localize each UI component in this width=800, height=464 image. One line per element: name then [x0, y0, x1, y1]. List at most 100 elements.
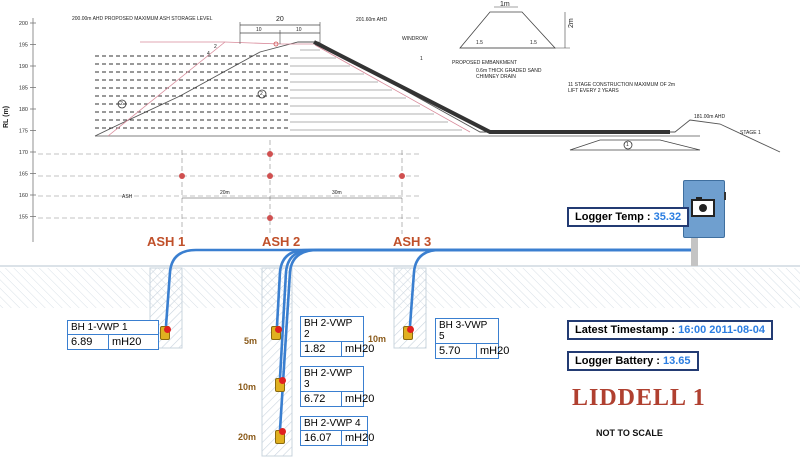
dim-right-half: 10: [296, 27, 302, 33]
grid-points: [179, 151, 405, 221]
circle-mark-1: [623, 140, 633, 150]
dim-left-half: 10: [256, 27, 262, 33]
sensor-value: 1.82: [301, 342, 342, 356]
borehole-2: [261, 267, 293, 457]
ash-3-label: ASH 3: [393, 234, 432, 249]
y-tick-label: 200: [19, 21, 28, 27]
timestamp-box: Latest Timestamp : 16:00 2011-08-04: [567, 320, 773, 340]
sensor-name: BH 3-VWP 5: [436, 319, 498, 344]
detail-top: 1m: [500, 1, 510, 8]
slope-mark-c: 1: [420, 56, 423, 62]
depth-label-3: 10m: [238, 382, 257, 392]
logger-temp-label: Logger Temp :: [575, 211, 654, 223]
sensor-name: BH 1-VWP 1: [68, 321, 158, 335]
grid-lines: [38, 140, 420, 234]
logger-post: [691, 236, 698, 266]
timestamp-value: 16:00 2011-08-04: [678, 324, 765, 336]
detail-slope-a: 1.5: [476, 40, 483, 46]
max-level-line: [140, 41, 316, 45]
y-tick-label: 185: [19, 86, 28, 92]
y-tick-label: 175: [19, 129, 28, 135]
embankment-outline: [94, 41, 781, 153]
y-tick-label: 190: [19, 64, 28, 70]
stage-lines: [290, 49, 462, 131]
windrow-detail: [459, 11, 556, 49]
logger-unit[interactable]: [683, 180, 725, 238]
y-tick-label: 165: [19, 172, 28, 178]
scale-note: NOT TO SCALE: [596, 428, 663, 438]
ash-area-label: ASH: [122, 194, 133, 200]
sensor-cables: [164, 248, 694, 431]
detail-height: 2m: [568, 18, 575, 28]
logger-antenna: [724, 192, 726, 200]
camera-icon[interactable]: [691, 197, 715, 217]
note-stage1: STAGE 1: [740, 130, 761, 136]
note-stages: 11 STAGE CONSTRUCTION MAXIMUM OF 2m LIFT…: [568, 82, 676, 94]
sensor-dot-4: [279, 428, 286, 435]
dim-spacing-a: 20m: [220, 190, 230, 196]
pink-slope: [314, 44, 471, 133]
y-tick-label: 155: [19, 215, 28, 221]
circle-label-2a: 2: [120, 101, 123, 107]
stage1-mound: [569, 139, 701, 151]
note-embankment: PROPOSED EMBANKMENT: [452, 60, 518, 66]
battery-label: Logger Battery :: [575, 355, 664, 367]
y-tick-label: 195: [19, 43, 28, 49]
y-tick-label: 160: [19, 193, 28, 199]
detail-slope-b: 1.5: [530, 40, 537, 46]
chimney-drain: [313, 40, 670, 134]
slope-mark-a: 2: [214, 44, 217, 50]
sensor-value: 16.07: [301, 431, 342, 445]
sensor-value: 5.70: [436, 344, 477, 358]
logger-temp-value: 35.32: [653, 211, 682, 223]
sensor-dot-1: [164, 326, 171, 333]
note-crest: 201.60m AHD: [356, 17, 388, 23]
note-chimney: 0.6m THICK GRADED SAND CHIMNEY DRAIN: [476, 68, 542, 80]
timestamp-label: Latest Timestamp :: [575, 324, 679, 336]
y-tick-label: 170: [19, 150, 28, 156]
slope-mark-b: 4: [207, 51, 210, 57]
circle-mark-2a: [117, 99, 127, 109]
site-title: LIDDELL 1: [572, 385, 706, 411]
battery-value: 13.65: [663, 355, 691, 367]
sensor-name: BH 2-VWP 4: [301, 417, 367, 431]
circle-mark-2b: [257, 89, 267, 99]
sensor-value: 6.72: [301, 392, 342, 406]
sensor-name: BH 2-VWP 3: [301, 367, 363, 392]
logger-temp-box: Logger Temp : 35.32: [567, 207, 690, 227]
sensor-dot-5: [407, 326, 414, 333]
note-storage-level: 200.00m AHD PROPOSED MAXIMUM ASH STORAGE…: [72, 16, 213, 22]
pink-slope-left: [107, 41, 226, 137]
battery-box: Logger Battery : 13.65: [567, 351, 699, 371]
axis-label: RL (m): [3, 105, 10, 128]
dim-spacing-b: 30m: [332, 190, 342, 196]
sensor-unit: mH20: [112, 336, 142, 348]
note-windrow: WINDROW: [402, 36, 428, 42]
depth-label-5: 10m: [368, 334, 387, 344]
ash-2-label: ASH 2: [262, 234, 301, 249]
note-base-level: 181.00m AHD: [694, 114, 726, 120]
ash-levels-dashed: [95, 55, 290, 129]
depth-label-4: 20m: [238, 432, 257, 442]
dim-top-width: 20: [276, 16, 284, 23]
sensor-dot-2: [275, 326, 282, 333]
depth-label-2: 5m: [244, 336, 258, 346]
sensor-unit: mH20: [345, 393, 375, 405]
sensor-unit: mH20: [345, 343, 375, 355]
y-tick-label: 180: [19, 107, 28, 113]
circle-label-2b: 2: [260, 91, 263, 97]
circle-label-1: 1: [626, 142, 629, 148]
y-axis-ticks: 200 195 190 185 180 175 170 165 160 155: [19, 21, 36, 221]
sensor-value: 6.89: [68, 335, 109, 349]
sensor-unit: mH20: [480, 345, 510, 357]
ash-1-label: ASH 1: [147, 234, 186, 249]
sensor-dot-3: [279, 377, 286, 384]
sensor-name: BH 2-VWP 2: [301, 317, 363, 342]
sensor-unit: mH20: [345, 432, 375, 444]
